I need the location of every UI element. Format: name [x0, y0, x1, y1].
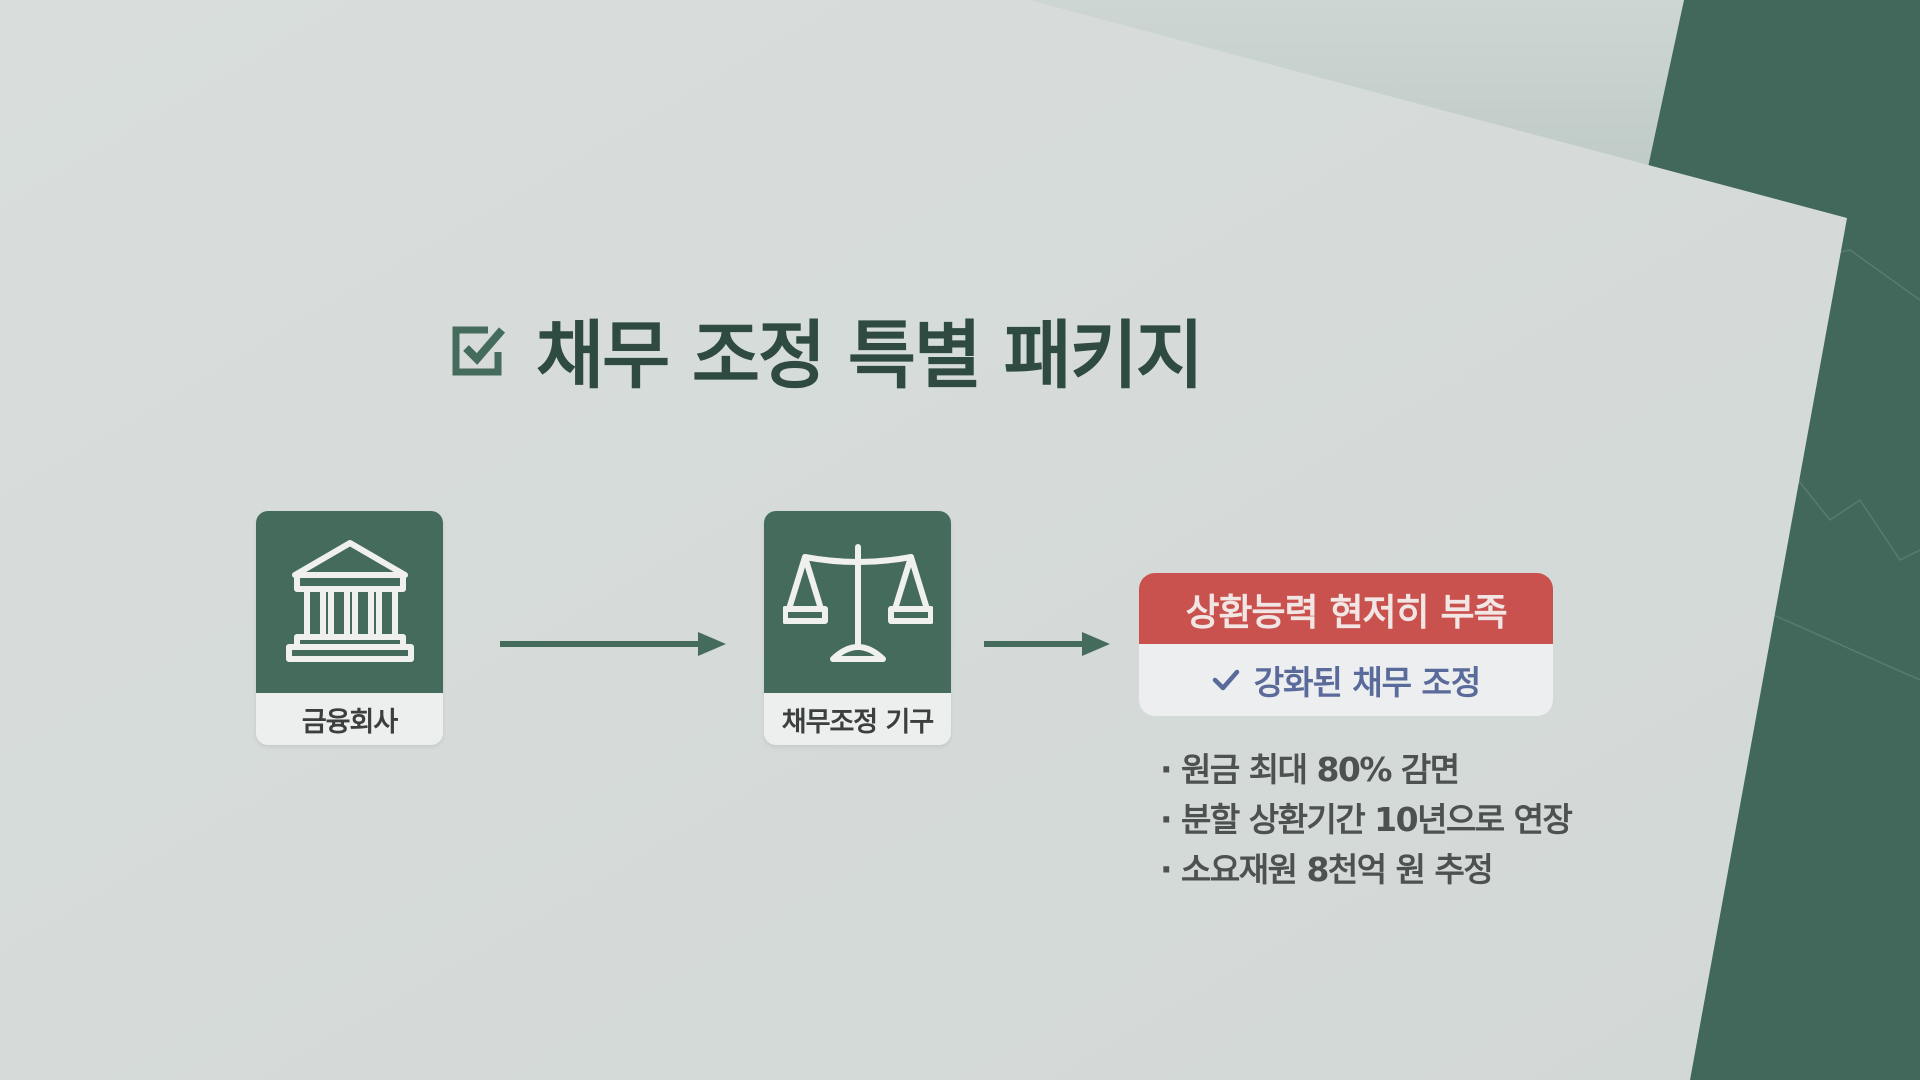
result-card: 상환능력 현저히 부족 강화된 채무 조정 [1139, 573, 1553, 716]
financial-company-card: 금융회사 [256, 511, 443, 745]
step-label: 채무조정 기구 [781, 706, 934, 738]
arrow-right-icon [984, 632, 1110, 656]
bank-building-icon [285, 540, 414, 662]
bullet-item: · 소요재원 8천억 원 추정 [1160, 850, 1494, 889]
checkmark-icon [1212, 669, 1239, 691]
bullet-item: · 원금 최대 80% 감면 [1160, 750, 1460, 789]
checkbox-checked-icon [452, 326, 506, 375]
step-label: 금융회사 [301, 706, 398, 738]
scale-balance-icon [782, 544, 933, 662]
debt-adjustment-agency-card: 채무조정 기구 [764, 511, 951, 745]
arrow-right-icon [500, 632, 726, 656]
bullet-item: · 분할 상환기간 10년으로 연장 [1160, 800, 1573, 839]
result-text: 강화된 채무 조정 [1253, 663, 1481, 702]
result-header: 상환능력 현저히 부족 [1139, 573, 1553, 644]
bullet-list: · 원금 최대 80% 감면 · 분할 상환기간 10년으로 연장 · 소요재원… [1160, 745, 1573, 895]
title-text: 채무 조정 특별 패키지 [536, 313, 1204, 399]
page-title: 채무 조정 특별 패키지 [450, 296, 1204, 403]
